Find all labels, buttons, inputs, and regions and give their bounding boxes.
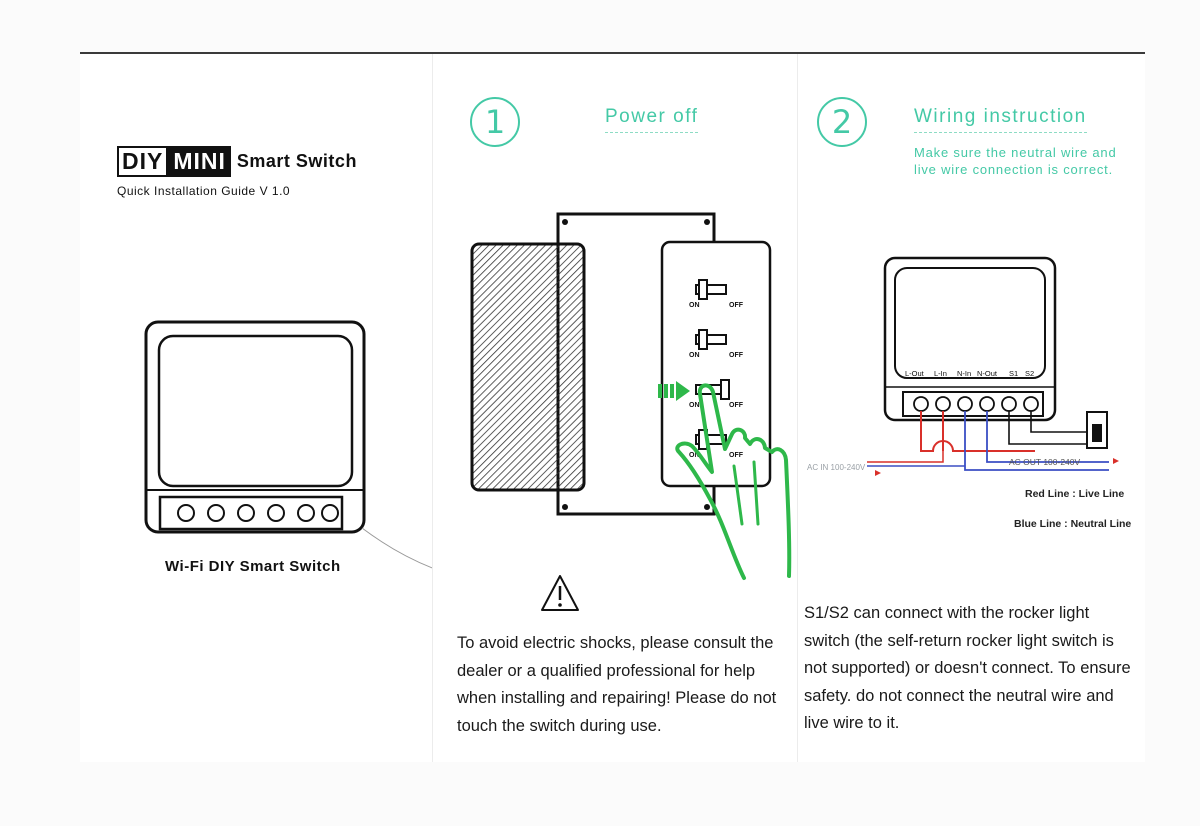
warning-icon [541,575,579,611]
switch-label-on: ON [689,352,700,359]
neutral-wire [964,411,1109,471]
terminal-hole [1001,396,1017,412]
arrow-right-icon [658,381,690,401]
s1-s2-instruction: S1/S2 can connect with the rocker light … [804,604,1131,732]
terminal-hole [321,504,339,522]
terminal-hole [913,396,929,412]
panel-screw [562,504,568,510]
terminal-hole [935,396,951,412]
breaker-handle [698,279,708,300]
terminal-block [902,391,1044,417]
switch-wire [1030,411,1087,433]
switch-wire [1008,411,1087,445]
terminal-label: N-In [957,369,971,378]
device-body [144,320,366,534]
switch-label-on: ON [689,452,700,459]
legend-live-line: Red Line : Live Line [1025,488,1125,500]
panel-step-power-off: 1 Power off ON OFF ON OFF [432,54,797,762]
hand-outline [732,464,744,526]
terminal-hole [237,504,255,522]
panel-box [556,212,716,516]
terminal-hole [267,504,285,522]
hand-outline [752,460,760,526]
switch-label-on: ON [689,302,700,309]
step-number-1: 1 [470,97,520,147]
panel-step-wiring: 2 Wiring instruction Make sure the neutr… [797,54,1145,762]
guide-version: Quick Installation Guide V 1.0 [117,184,291,198]
device-label: Wi-Fi DIY Smart Switch [165,558,341,575]
terminal-hole [957,396,973,412]
brand-diy: DIY [117,146,169,177]
arrow-right-icon [875,470,881,476]
brand-mini: MINI [168,146,231,177]
live-wire [920,411,1035,452]
terminal-label: N-Out [977,369,998,378]
wiring-note: Make sure the neutral wire and live wire… [914,145,1117,177]
brand-product-name: Smart Switch [236,151,357,171]
switch-label-off: OFF [729,402,744,409]
terminal-hole [297,504,315,522]
switch-label-off: OFF [729,452,744,459]
device-illustration [144,320,432,569]
step-number-2: 2 [817,97,867,147]
terminal-label: L-In [934,369,947,378]
panel-screw [562,219,568,225]
panel-screw [704,219,710,225]
device-screen [894,267,1046,379]
live-wire-in [867,451,944,463]
terminal-label: L-Out [905,369,925,378]
fold-line [432,54,433,762]
breaker-switch [695,384,727,395]
panel-inner-frame [660,240,772,488]
breaker-switch [695,434,727,445]
neutral-wire [986,411,1109,463]
breaker-switch [695,284,727,295]
device-body [883,256,1057,422]
arrow-right-icon [1113,458,1119,464]
hand-outline [675,383,792,580]
warning-text: To avoid electric shocks, please consult… [457,634,777,735]
ac-out-label: AC OUT 100-240V [1009,457,1081,467]
switch-label-on: ON [689,402,700,409]
rocker-switch-paddle [1092,424,1102,442]
terminal-hole [979,396,995,412]
step-title-power-off: Power off [605,106,699,133]
terminal-block [158,495,344,531]
panel-door [470,242,586,492]
terminal-labels: L-Out L-In N-In N-Out S1 S2 [905,369,1034,378]
terminal-hole [207,504,225,522]
breaker-handle [698,429,708,450]
switch-label-off: OFF [729,302,744,309]
terminal-hole [177,504,195,522]
panel-screw [704,504,710,510]
step-title-wiring: Wiring instruction [914,106,1087,133]
terminal-hole [1023,396,1039,412]
breaker-switch [695,334,727,345]
ac-in-label: AC IN 100-240V [807,463,866,472]
legend-neutral-line: Blue Line : Neutral Line [1014,518,1132,530]
connector-curve [361,527,432,569]
switch-label-off: OFF [729,352,744,359]
device-screen [157,334,354,488]
breaker-handle [720,379,730,400]
fold-line [797,54,798,762]
rocker-switch-icon [1086,411,1108,449]
terminal-label: S2 [1025,369,1034,378]
breaker-handle [698,329,708,350]
terminal-label: S1 [1009,369,1018,378]
